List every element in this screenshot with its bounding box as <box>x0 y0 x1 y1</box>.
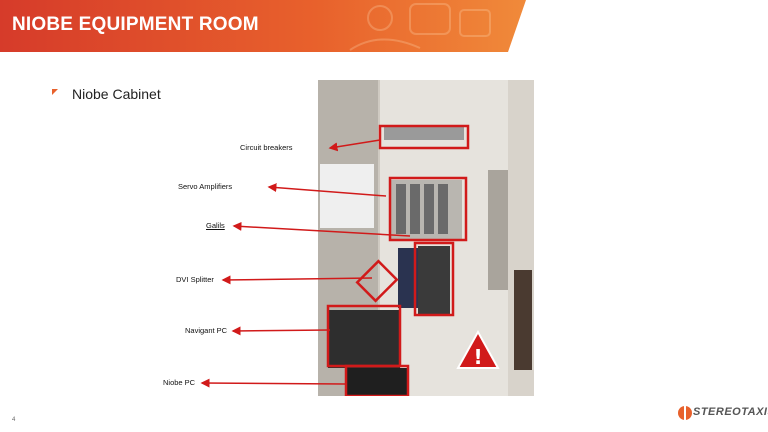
label-servo-amplifiers: Servo Amplifiers <box>178 182 233 191</box>
arrow-dvi-splitter <box>221 275 373 285</box>
label-galils: Galils <box>206 221 225 230</box>
arrow-galils <box>232 221 411 237</box>
stereotaxis-logo-icon <box>678 405 692 421</box>
arrow-navigant-pc <box>231 326 331 336</box>
bullet-text: Niobe Cabinet <box>72 86 161 102</box>
label-niobe-pc: Niobe PC <box>163 378 196 387</box>
label-navigant-pc: Navigant PC <box>185 326 228 335</box>
svg-text:!: ! <box>473 345 482 369</box>
cabinet-photo: ! <box>318 80 534 396</box>
bullet-marker-icon <box>52 89 58 95</box>
header-banner: NIOBE EQUIPMENT ROOM <box>0 0 768 52</box>
label-circuit-breakers: Circuit breakers <box>240 143 293 152</box>
arrow-servo-amplifiers <box>267 183 387 197</box>
page-number: 4 <box>12 417 16 423</box>
page-title: NIOBE EQUIPMENT ROOM <box>12 14 259 35</box>
logo-text: STEREOTAXIS <box>693 406 768 418</box>
arrow-niobe-pc <box>200 378 346 388</box>
arrow-circuit-breakers <box>328 139 381 152</box>
label-dvi-splitter: DVI Splitter <box>176 275 214 284</box>
header-background <box>0 0 526 52</box>
